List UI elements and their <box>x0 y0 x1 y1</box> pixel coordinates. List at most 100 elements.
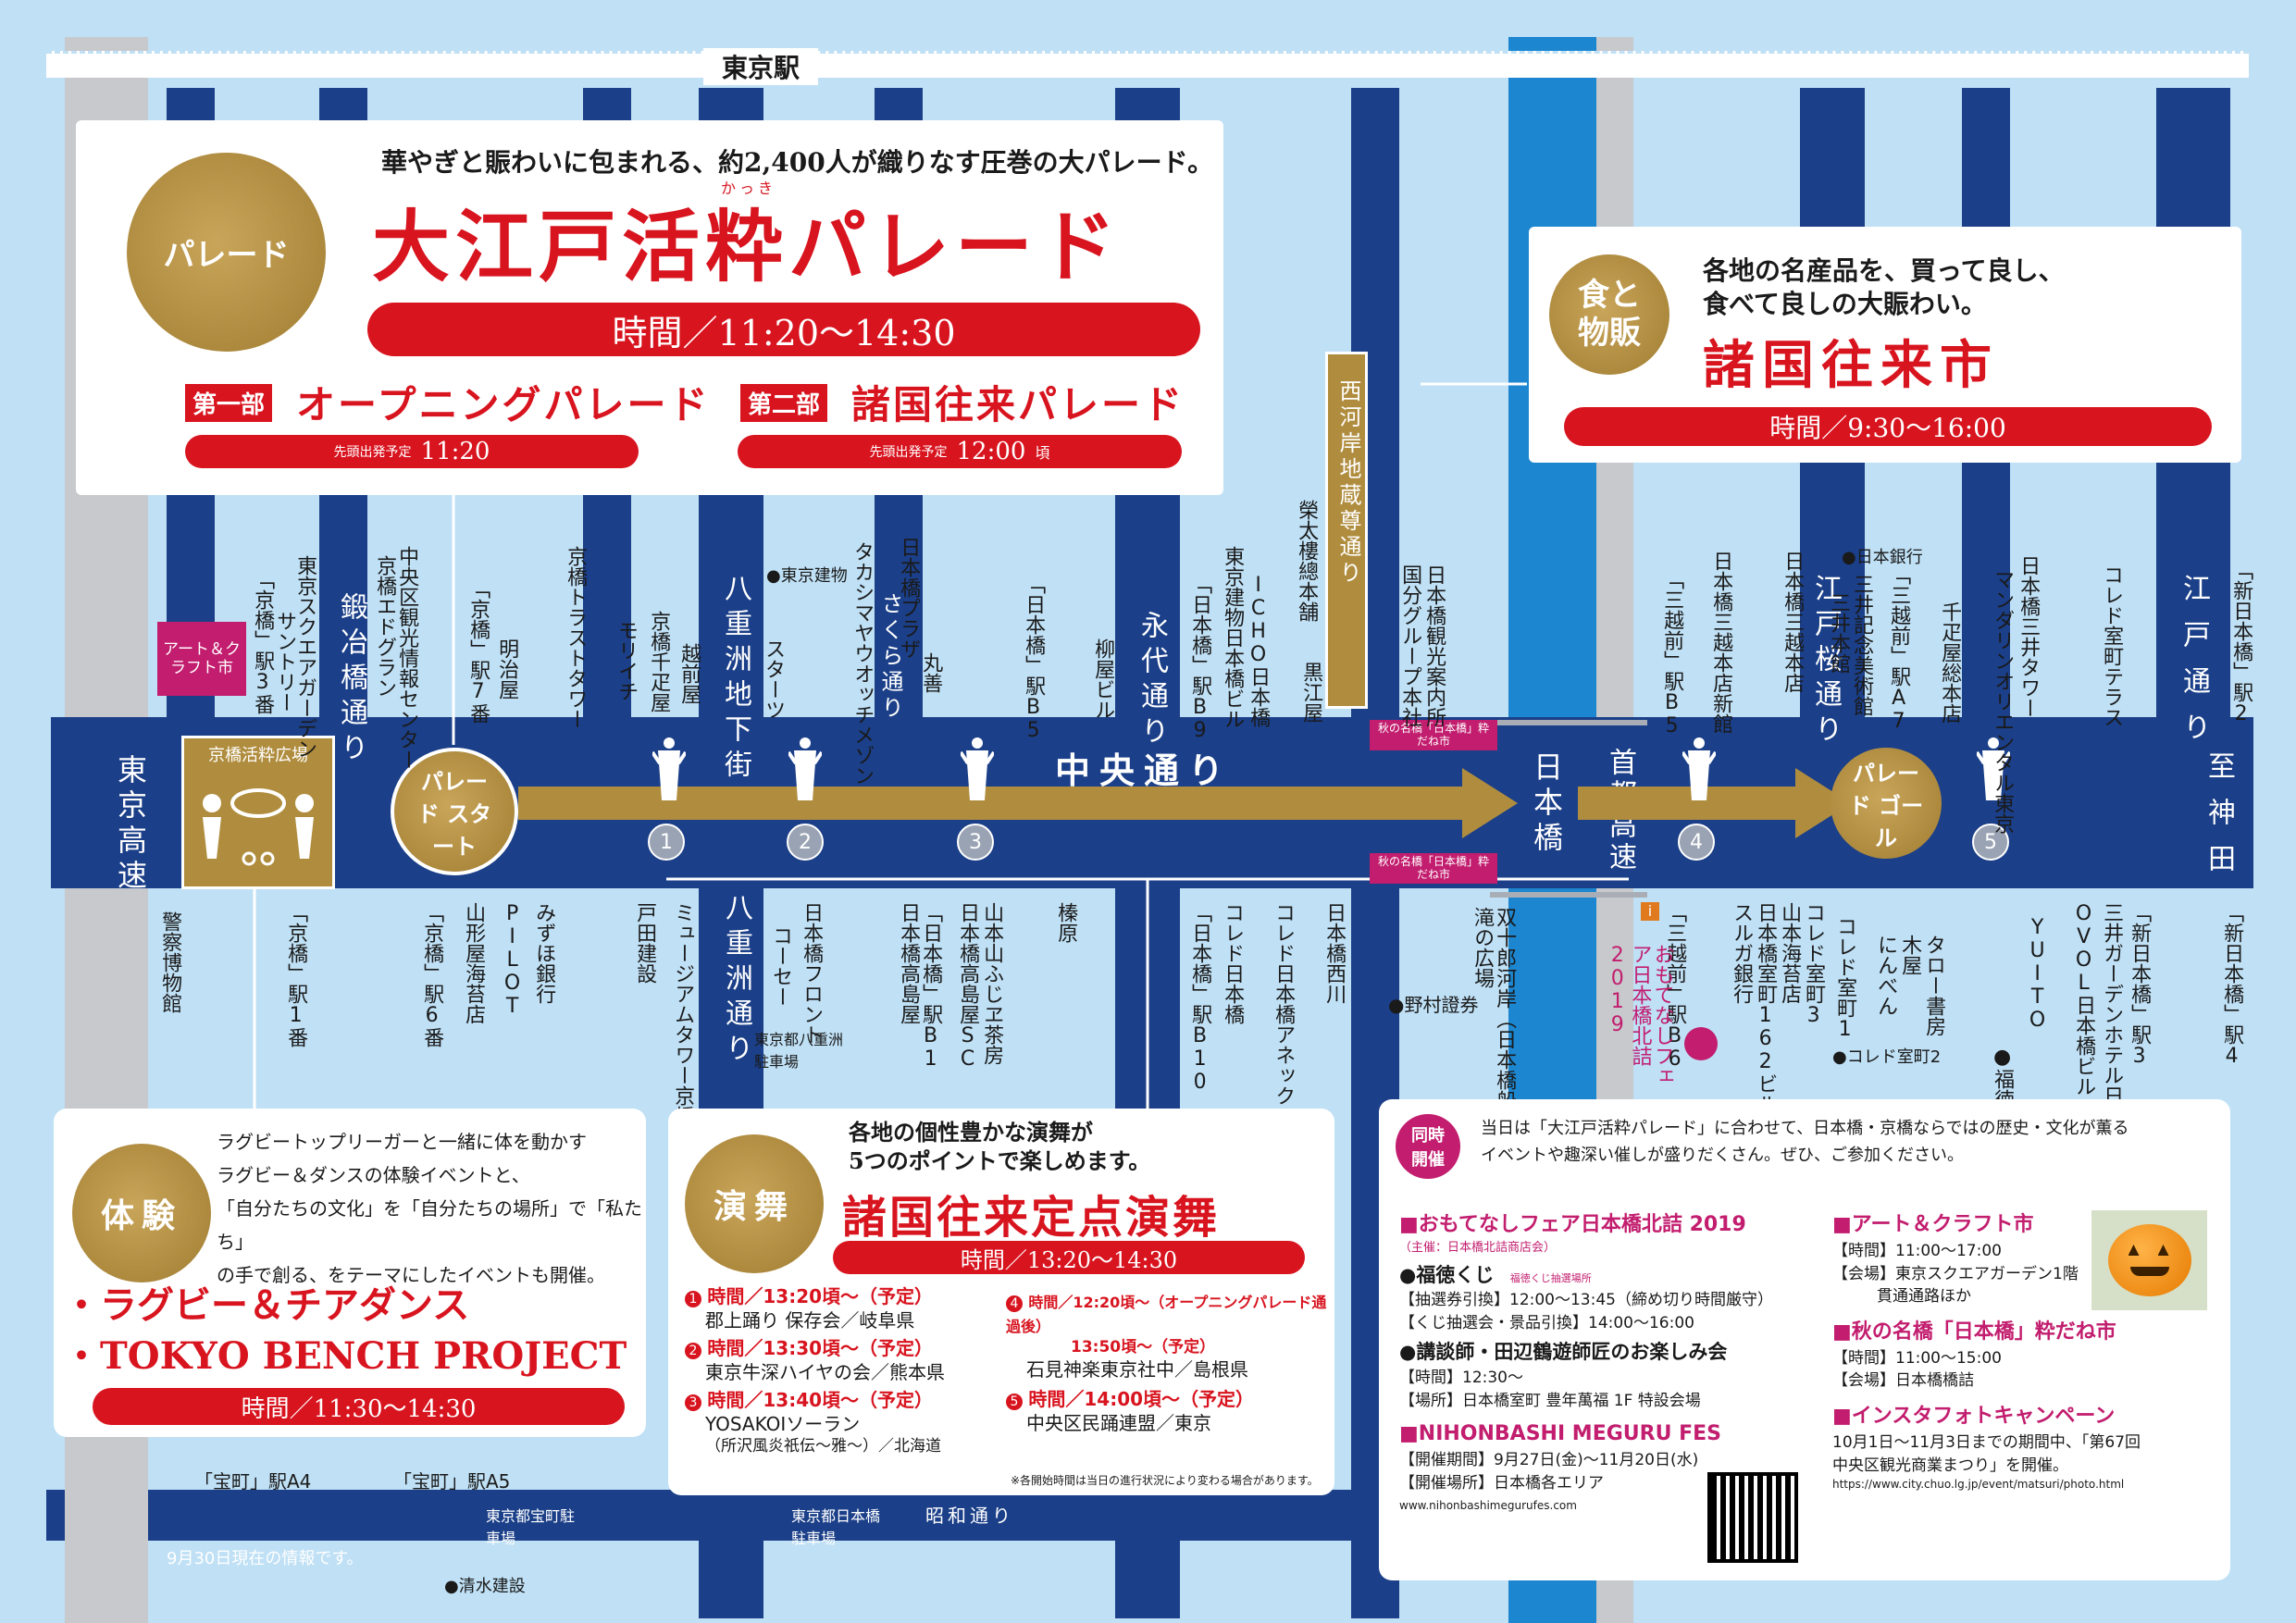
dance-lead-line: 5つのポイントで楽しめます。 <box>849 1147 1151 1175</box>
dance-item-name: 郡上踊り 保存会／岐阜県 <box>705 1309 915 1332</box>
kodan-line: 【時間】12:30〜 <box>1399 1368 1523 1387</box>
landmark-label: 「宝町」駅A4 <box>194 1470 312 1493</box>
landmark-label: 日本橋三越本店 <box>1781 551 1805 693</box>
road-name-edozakura: 江戸桜通り <box>1809 574 1842 750</box>
dance-item-time: 時間／14:00頃〜（予定） <box>1028 1388 1255 1411</box>
landmark-label: 戸田建設 <box>633 902 657 984</box>
dance-lead-line: 各地の個性豊かな演舞が <box>849 1119 1093 1146</box>
landmark-label: 三井記念美術館 <box>1850 574 1874 716</box>
part2-time: 12:00 <box>956 438 1026 465</box>
parade-goal-marker: パレード ゴール <box>1831 748 1942 859</box>
dance-item-1: 1 時間／13:20頃〜（予定） 郡上踊り 保存会／岐阜県 <box>685 1284 981 1332</box>
landmark-label: PILOT <box>501 902 525 1018</box>
nihonbashi-bridge <box>1490 720 1647 898</box>
fukutoku-location: 福徳くじ抽選場所 <box>1509 1271 1592 1284</box>
landmark-label: ミュージアムタワー京橋 <box>671 902 695 1126</box>
landmark-label: 国分グループ本社 <box>1398 564 1422 727</box>
concurrent-col-left: ■おもてなしフェア日本橋北詰 2019 （主催：日本橋北詰商店会） ●福徳くじ … <box>1399 1210 1834 1515</box>
art-line: 貫通通路ほか <box>1877 1287 1971 1307</box>
landmark-label: 警察博物館 <box>158 911 182 1013</box>
dance-item-number: 5 <box>1006 1394 1023 1411</box>
landmark-label: 「新日本橋」駅2 <box>2229 560 2253 725</box>
dance-item-time: 時間／12:20頃〜（オープニングパレード通過後） <box>1006 1294 1327 1335</box>
tokyo-expressway-label: 東京高速 <box>113 754 148 895</box>
landmark-label: 京橋千疋屋 <box>647 611 671 712</box>
landmark-label: 日本橋プラザ <box>897 537 921 659</box>
experience-item-2: ・TOKYO BENCH PROJECT <box>63 1334 627 1378</box>
landmark-label: ●東京建物 <box>766 566 848 586</box>
dancer-icon <box>1977 737 2010 800</box>
parade-arrow-west <box>518 768 1518 838</box>
road-name-showa: 昭和通り <box>925 1505 1014 1527</box>
experience-panel: 体験 ラグビートップリーガーと一緒に体を動かす ラグビー＆ダンスの体験イベントと… <box>54 1109 646 1437</box>
nishigashi-road <box>1325 352 1368 709</box>
landmark-label: 柳屋ビル <box>1091 638 1115 720</box>
landmark-label: 「日本橋」駅B1 <box>919 902 943 1071</box>
landmark-label: タロー書房 <box>1922 935 1946 1036</box>
art-line: 【時間】11:00〜17:00 <box>1832 1241 2002 1260</box>
experience-time: 時間／11:30〜14:30 <box>241 1394 477 1423</box>
parade-goal-label: パレード ゴール <box>1848 759 1924 851</box>
landmark-label: 「日本橋」駅B10 <box>1188 902 1212 1094</box>
dance-point-2: 2 <box>787 824 824 861</box>
experience-line: ラグビー＆ダンスの体験イベントと、 <box>217 1164 530 1186</box>
meguru-title: ■NIHONBASHI MEGURU FES <box>1399 1422 1722 1446</box>
landmark-label: タカシマヤウオッチメゾン <box>850 541 875 786</box>
landmark-label: 日本橋高島屋SC <box>956 902 980 1071</box>
akino-line: 【時間】11:00〜15:00 <box>1832 1348 2002 1368</box>
art-line: 【会場】東京スクエアガーデン1階 <box>1832 1264 2079 1283</box>
dance-item-3: 3 時間／13:40頃〜（予定） YOSAKOIソーラン （所沢風炎祇伝〜雅〜）… <box>685 1388 981 1456</box>
dance-item-time: 時間／13:40頃〜（予定） <box>707 1389 934 1411</box>
dance-item-time-2: 13:50頃〜（予定） <box>1071 1338 1216 1357</box>
landmark-label: 榛原 <box>1054 902 1078 943</box>
landmark-label: サントリー <box>273 611 297 712</box>
part1-title: オープニングパレード <box>296 382 711 427</box>
road-name-yaesu-underground: 八重洲地下街 <box>719 574 751 785</box>
dancer-icon <box>788 737 822 800</box>
landmark-label: ●コレド室町2 <box>1832 1047 1942 1067</box>
landmark-label: 越前屋 <box>677 643 701 704</box>
landmark-label: 日本橋三越本店新館 <box>1709 551 1733 734</box>
insta-url[interactable]: https://www.city.chuo.lg.jp/event/matsur… <box>1832 1478 2125 1492</box>
concurrent-intro: 当日は「大江戸活粋パレード」に合わせて、日本橋・京橋ならではの歴史・文化が薫る … <box>1481 1116 2129 1170</box>
parade-arrow-east <box>1578 768 1851 838</box>
parade-time: 時間／11:20〜14:30 <box>612 312 956 353</box>
experience-text: ラグビートップリーガーと一緒に体を動かす ラグビー＆ダンスの体験イベントと、 「… <box>217 1125 646 1292</box>
dance-item-5: 5 時間／14:00頃〜（予定） 中央区民踊連盟／東京 <box>1006 1387 1330 1435</box>
road-name-kajibashi: 鍛冶橋通り <box>335 592 367 768</box>
dance-item-sub: （所沢風炎祇伝〜雅〜）／北海道 <box>705 1437 941 1456</box>
dance-item-number: 1 <box>685 1291 701 1307</box>
landmark-label: 「三越前」駅B6 <box>1663 902 1687 1071</box>
landmark-label: 山本海苔店 <box>1778 902 1802 1004</box>
landmark-label: 三井本館 <box>1827 592 1851 674</box>
landmark-label: 「新日本橋」駅3 <box>2128 902 2152 1068</box>
akino-meikyo-tag-north: 秋の名橋「日本橋」粋だね市 <box>1370 720 1497 750</box>
food-badge-label: 食と物販 <box>1578 277 1641 352</box>
to-kanda-label: 至神田 <box>2203 751 2235 890</box>
part2-time-bar: 先頭出発予定 12:00 頃 <box>738 435 1182 468</box>
dance-schedule-col-left: 1 時間／13:20頃〜（予定） 郡上踊り 保存会／岐阜県 2 時間／13:30… <box>685 1284 981 1456</box>
landmark-label: 日本橋室町162ビル <box>1754 902 1778 1114</box>
part1-time-note: 先頭出発予定 <box>333 445 412 460</box>
meguru-url[interactable]: www.nihonbashimegurufes.com <box>1399 1499 1577 1513</box>
part2-badge: 第二部 <box>740 384 828 422</box>
landmark-label: YUITO <box>2026 916 2050 1032</box>
landmark-label: コーセー <box>769 925 793 1007</box>
parade-ruby: かっき <box>721 180 777 197</box>
landmark-label: 「京橋」駅6番 <box>420 902 444 1047</box>
landmark-label: 山形屋海苔店 <box>462 902 486 1024</box>
kodan-title: ●講談師・田辺鶴遊師匠のお楽しみ会 <box>1399 1341 1728 1364</box>
landmark-label: 京橋トラストタワー <box>564 546 588 729</box>
dance-item-time: 時間／13:20頃〜（予定） <box>707 1285 934 1307</box>
meguru-qr-code[interactable] <box>1707 1472 1798 1563</box>
landmark-label: 日本橋高島屋 <box>897 902 921 1024</box>
updated-note: 9月30日現在の情報です。 <box>167 1549 364 1568</box>
dance-item-name: 東京牛深ハイヤの会／熊本県 <box>705 1361 945 1383</box>
landmark-label: 「三越前」駅A7 <box>1887 564 1911 733</box>
concurrent-badge: 同時開催 <box>1396 1114 1460 1179</box>
dance-item-time: 時間／13:30頃〜（予定） <box>707 1337 934 1359</box>
part2-time-suffix: 頃 <box>1035 444 1050 462</box>
tokyo-station-bar <box>46 51 2249 78</box>
landmark-label: 丸善 <box>919 652 943 693</box>
food-title: 諸国往来市 <box>1703 335 1999 396</box>
